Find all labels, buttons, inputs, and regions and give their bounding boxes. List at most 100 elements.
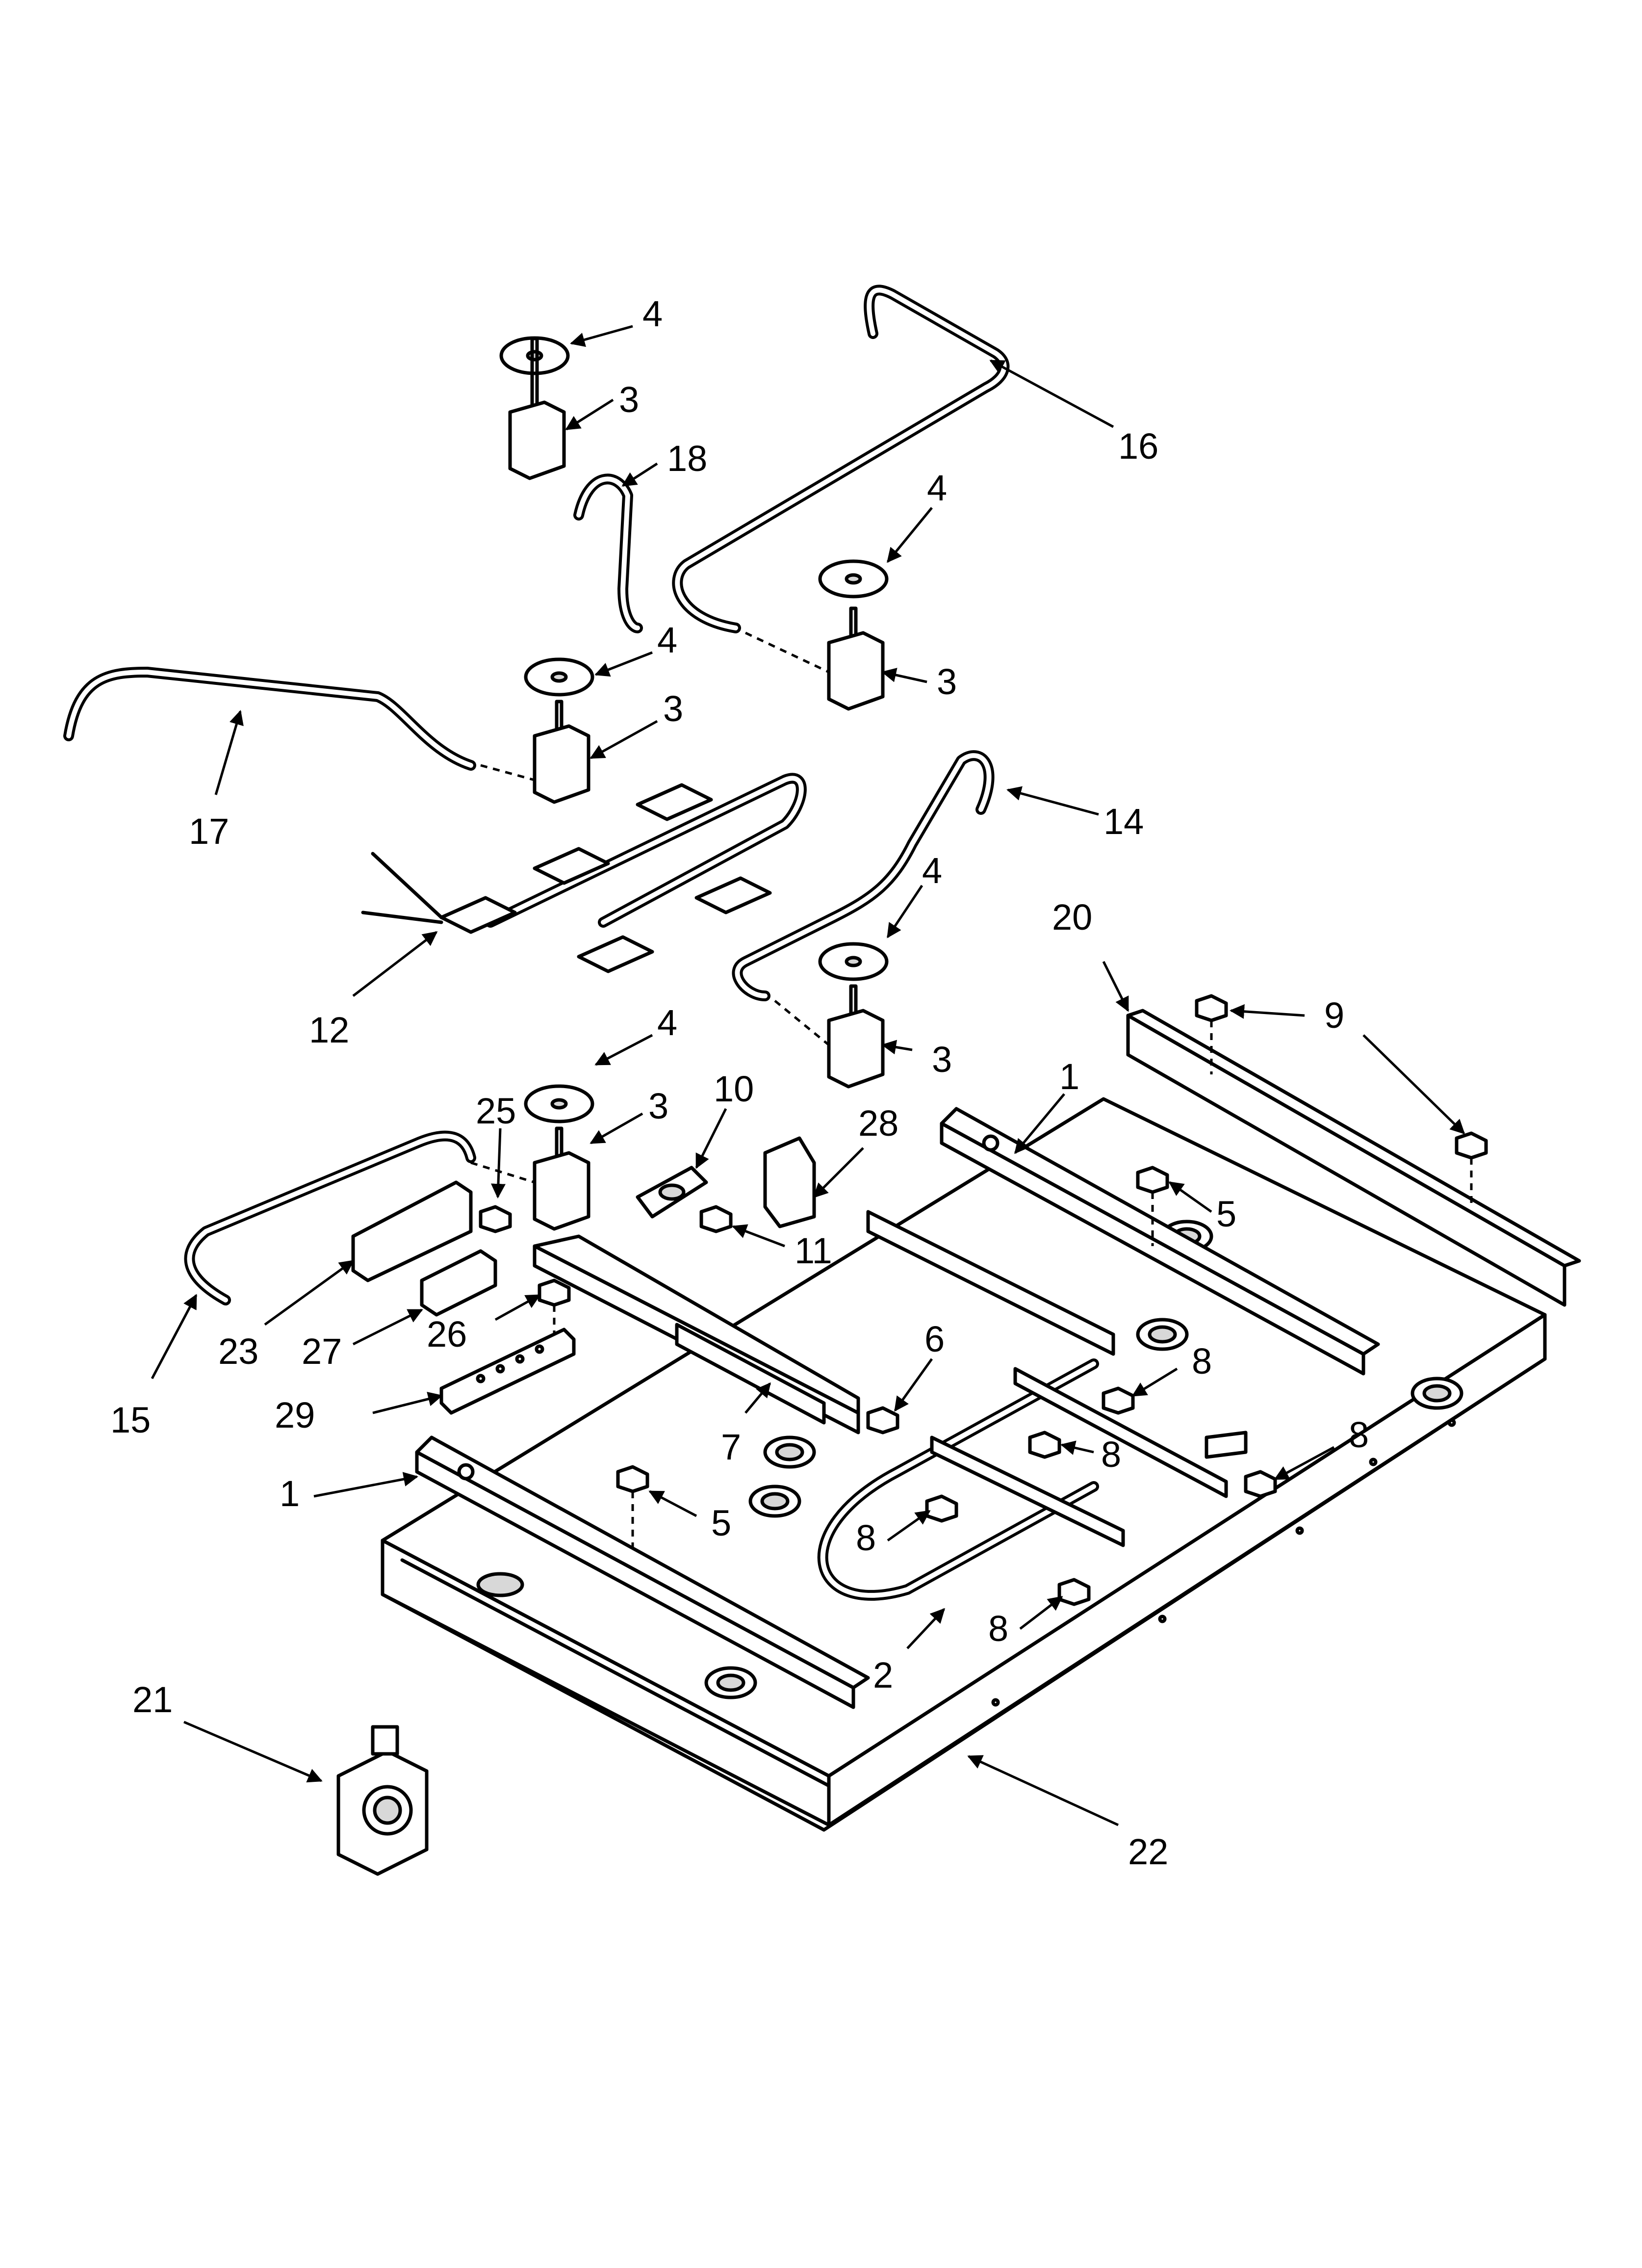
callout-20: 20 (1052, 897, 1129, 1012)
callout-label: 15 (110, 1400, 151, 1440)
callout-label: 23 (218, 1331, 258, 1372)
bolt-8e (1057, 1578, 1091, 1606)
gas-regulator (336, 1725, 429, 1876)
callout-label: 16 (1118, 426, 1158, 467)
burner-rail-left (415, 1435, 870, 1709)
callout-10: 10 (695, 1069, 754, 1169)
callout-label: 1 (1059, 1056, 1079, 1097)
callout-4b: 4 (887, 468, 947, 563)
callout-16: 16 (989, 359, 1158, 467)
callout-22: 22 (967, 1755, 1168, 1872)
callout-label: 22 (1128, 1831, 1168, 1872)
callout-label: 27 (302, 1331, 342, 1372)
screw-9a (1195, 994, 1228, 1074)
tube-15 (184, 1130, 535, 1305)
callout-label: 14 (1103, 801, 1144, 842)
callout-18: 18 (621, 438, 707, 487)
callout-14: 14 (1006, 786, 1144, 842)
bolt-6 (866, 1406, 899, 1434)
callout-21: 21 (132, 1679, 323, 1783)
callout-label: 4 (922, 850, 942, 891)
callout-7: 7 (721, 1382, 771, 1467)
callout-label: 3 (619, 379, 639, 420)
callout-label: 8 (988, 1608, 1008, 1649)
callout-label: 5 (1216, 1194, 1236, 1234)
callout-1b: 1 (280, 1472, 418, 1514)
callout-label: 10 (714, 1069, 754, 1109)
callout-label: 2 (873, 1655, 893, 1695)
seal-4a (499, 336, 570, 375)
bolt-8a (1102, 1386, 1135, 1415)
callout-2: 2 (873, 1608, 946, 1695)
screw-5b (616, 1465, 649, 1550)
valve-3e (533, 1126, 590, 1231)
u-bracket-assembly (817, 1210, 1248, 1601)
callout-label: 8 (1349, 1414, 1369, 1455)
callout-23: 23 (218, 1259, 355, 1372)
callout-8e: 8 (988, 1596, 1063, 1649)
callout-12: 12 (309, 931, 438, 1050)
callout-4e: 4 (594, 1002, 677, 1066)
callout-label: 12 (309, 1010, 349, 1050)
callout-label: 8 (856, 1517, 876, 1558)
gas-tubes (63, 285, 1010, 1305)
callout-6: 6 (894, 1319, 945, 1412)
callout-label: 1 (280, 1473, 300, 1514)
callout-label: 9 (1324, 995, 1344, 1036)
callout-8d: 8 (856, 1510, 931, 1558)
callout-9: 9 (1230, 995, 1465, 1135)
callout-1a: 1 (1014, 1056, 1079, 1154)
callout-label: 3 (932, 1039, 952, 1080)
bracket-10 (636, 1166, 708, 1219)
valve-3b (827, 606, 885, 711)
callout-label: 4 (657, 620, 677, 660)
cross-bracket (533, 1234, 860, 1434)
screw-9b (1455, 1131, 1488, 1207)
tube-16 (672, 285, 1010, 674)
burner-port-rings (704, 1220, 1463, 1699)
bolt-8b (1028, 1431, 1061, 1459)
callout-label: 28 (858, 1103, 898, 1144)
tube-18 (573, 473, 643, 633)
callout-8b: 8 (1060, 1434, 1121, 1475)
callout-label: 26 (427, 1314, 467, 1355)
callout-27: 27 (302, 1308, 423, 1372)
callout-label: 7 (721, 1427, 741, 1467)
callout-29: 29 (275, 1391, 443, 1435)
tube-17 (63, 667, 535, 782)
callout-label: 17 (189, 811, 229, 852)
callout-3e: 3 (590, 1086, 668, 1145)
callout-3a: 3 (565, 379, 639, 431)
callout-8a: 8 (1131, 1341, 1212, 1397)
tube-14 (732, 750, 995, 1046)
seal-4d (818, 942, 889, 981)
callout-label: 3 (937, 661, 957, 702)
callout-label: 4 (657, 1002, 677, 1043)
callout-label: 3 (663, 688, 683, 729)
callout-11: 11 (732, 1224, 832, 1271)
bolt-8c (1244, 1470, 1277, 1498)
callout-3c: 3 (590, 688, 683, 759)
callout-5b: 5 (648, 1490, 731, 1543)
callout-label: 3 (648, 1086, 668, 1126)
seal-4e (524, 1084, 594, 1123)
screw-11 (699, 1205, 733, 1233)
callout-4c: 4 (594, 620, 677, 677)
rear-panel (1126, 1009, 1581, 1307)
callout-label: 4 (927, 468, 947, 508)
callout-label: 20 (1052, 897, 1092, 938)
seal-4b (818, 559, 889, 599)
callout-4a: 4 (570, 293, 663, 347)
callout-label: 18 (667, 438, 707, 479)
screw-25 (479, 1205, 512, 1233)
callout-label: 4 (642, 293, 663, 334)
callout-label: 8 (1101, 1434, 1121, 1475)
valve-3a (508, 337, 566, 480)
callout-label: 21 (132, 1679, 173, 1720)
burner-rail-right (940, 1107, 1380, 1376)
callout-3d: 3 (881, 1039, 952, 1080)
screw-group (479, 994, 1488, 1606)
callout-label: 8 (1192, 1341, 1212, 1382)
switch-27 (420, 1249, 497, 1317)
